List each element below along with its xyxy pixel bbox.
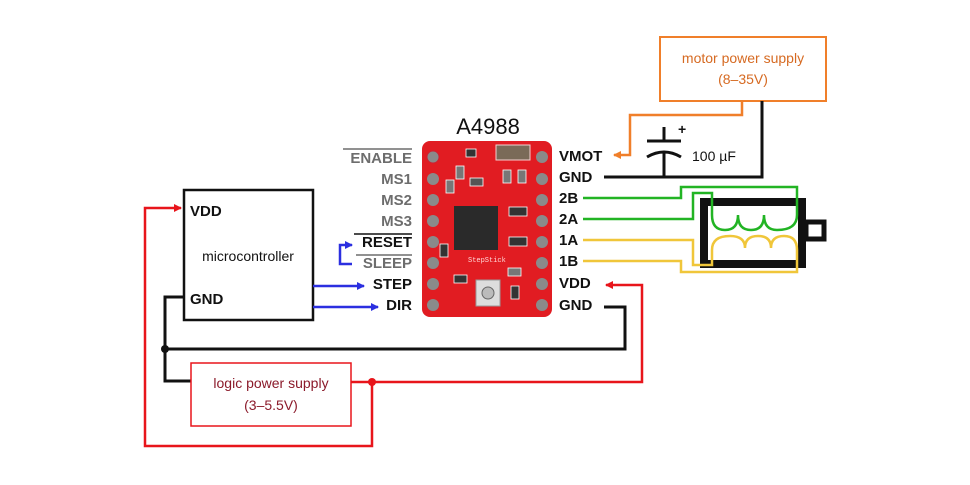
- pin-sleep: SLEEP: [363, 255, 412, 272]
- pin-1b: 1B: [559, 253, 578, 270]
- pin-reset: RESET: [362, 234, 412, 251]
- motor-shaft: [803, 219, 827, 242]
- coil-2b-wire: [583, 185, 799, 215]
- motor-supply-voltage: (8–35V): [718, 71, 768, 87]
- mcu-gnd-wire: [163, 295, 191, 383]
- board-brand: StepStick: [468, 257, 506, 265]
- vmot-wire: [613, 101, 744, 159]
- pin-dir: DIR: [386, 297, 412, 314]
- pin-gnd-motor: GND: [559, 169, 593, 186]
- mcu-label: microcontroller: [202, 248, 294, 264]
- driver-chip: [454, 206, 498, 250]
- coil-a-winding: [710, 234, 799, 251]
- pin-2b: 2B: [559, 190, 578, 207]
- left-pin-holes: [426, 150, 440, 311]
- reset-sleep-jumper: [338, 241, 353, 266]
- left-pin-labels: ENABLE MS1 MS2 MS3 RESET SLEEP STEP DIR: [343, 148, 412, 314]
- capacitor: + 100 µF: [646, 121, 736, 177]
- vdd-junction: [368, 378, 376, 386]
- a4988-board: StepStick: [422, 141, 552, 317]
- pin-vmot: VMOT: [559, 148, 602, 165]
- microcontroller: VDD microcontroller GND: [182, 188, 315, 322]
- stepper-motor: [700, 198, 827, 268]
- logic-power-supply: logic power supply (3–5.5V): [190, 362, 352, 427]
- motor-power-supply: motor power supply (8–35V): [659, 36, 827, 102]
- capacitor-polarity: +: [678, 121, 686, 137]
- coil-2a-wire: [583, 191, 714, 221]
- motor-supply-label: motor power supply: [682, 50, 804, 66]
- pin-ms1: MS1: [381, 171, 412, 188]
- logic-supply-voltage: (3–5.5V): [244, 397, 298, 413]
- pin-ms2: MS2: [381, 192, 412, 209]
- coil-b-winding: [710, 214, 799, 232]
- coil-1b-wire: [583, 250, 799, 274]
- pin-enable: ENABLE: [350, 150, 412, 167]
- motor-gnd-wire: [604, 101, 764, 179]
- pin-vdd: VDD: [559, 275, 591, 292]
- driver-title: A4988: [456, 114, 520, 139]
- gnd-junction: [161, 345, 169, 353]
- logic-supply-label: logic power supply: [213, 375, 328, 391]
- mcu-gnd-label: GND: [190, 291, 224, 308]
- mcu-vdd-wire: [143, 204, 374, 448]
- pin-gnd-logic: GND: [559, 297, 593, 314]
- pin-step: STEP: [373, 276, 412, 293]
- driver-vdd-wire: [351, 281, 644, 384]
- right-pin-holes: [536, 151, 548, 311]
- pin-1a: 1A: [559, 232, 578, 249]
- mcu-vdd-label: VDD: [190, 203, 222, 220]
- pin-2a: 2A: [559, 211, 578, 228]
- coil-1a-wire: [583, 238, 714, 267]
- right-pin-labels: VMOT GND 2B 2A 1A 1B VDD GND: [559, 148, 602, 314]
- driver-gnd-wire: [165, 305, 627, 351]
- pin-ms3: MS3: [381, 213, 412, 230]
- capacitor-value: 100 µF: [692, 148, 736, 164]
